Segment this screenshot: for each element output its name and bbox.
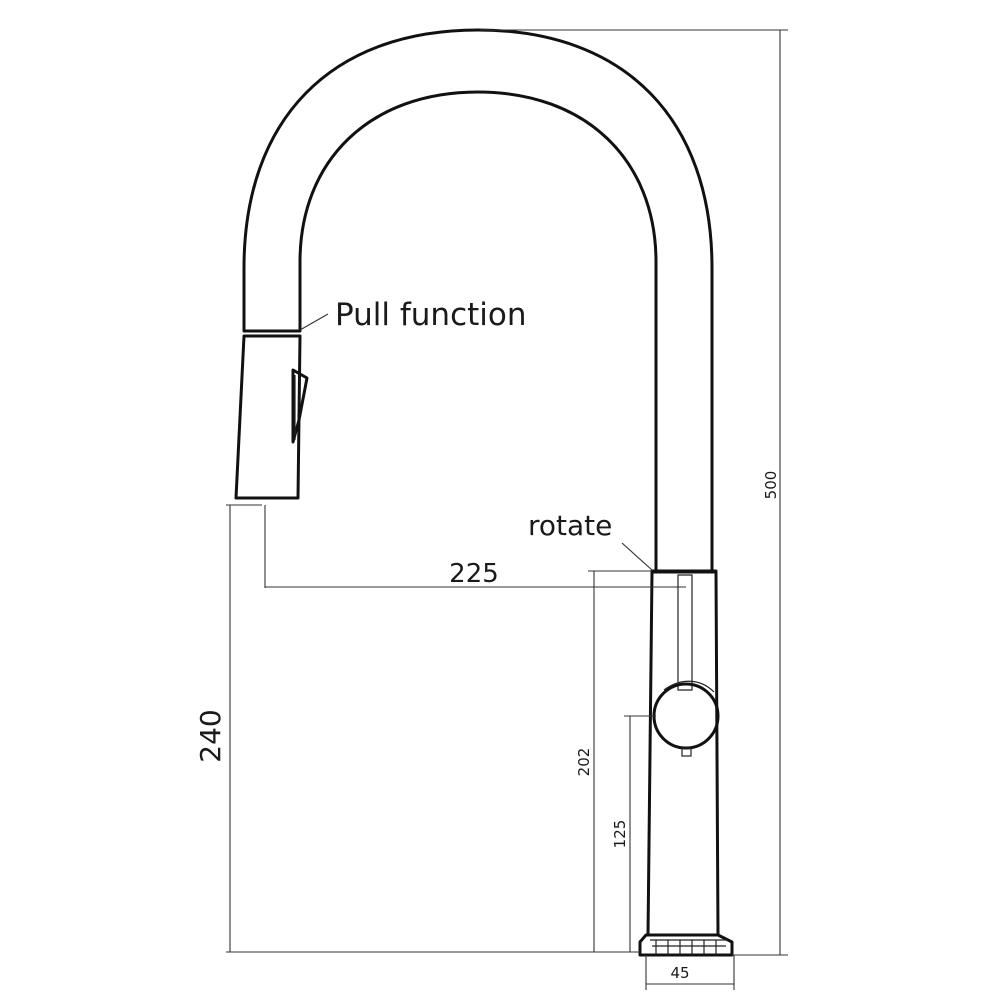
base-plate: [638, 933, 734, 957]
base-plate-detail: [650, 939, 728, 955]
handle-tip: [681, 747, 692, 757]
spray-head: [234, 334, 302, 500]
spout-inner-arc: [298, 90, 658, 572]
lever-slot: [677, 574, 693, 691]
faucet-body: [234, 28, 734, 957]
handle-collar: [663, 680, 715, 693]
handle-knob: [652, 682, 720, 750]
pull-leader: [299, 313, 329, 331]
dim-225-value: 225: [449, 559, 499, 589]
spray-button: [291, 368, 309, 444]
lower-body: [646, 570, 720, 937]
dim-240-value: 240: [194, 709, 227, 762]
rotate-label: rotate: [528, 509, 612, 542]
dim-125-value: 125: [611, 820, 629, 849]
pull-function-label: Pull function: [335, 297, 527, 333]
dim-202-value: 202: [575, 748, 593, 777]
dim-45-value: 45: [670, 964, 689, 982]
annotations: Pull function rotate 225 45 500 240 202 …: [194, 297, 780, 982]
spout-outer-arc: [242, 28, 714, 572]
dim-500-value: 500: [762, 471, 780, 500]
rotate-leader: [621, 542, 653, 571]
dimension-lines: [226, 29, 788, 990]
